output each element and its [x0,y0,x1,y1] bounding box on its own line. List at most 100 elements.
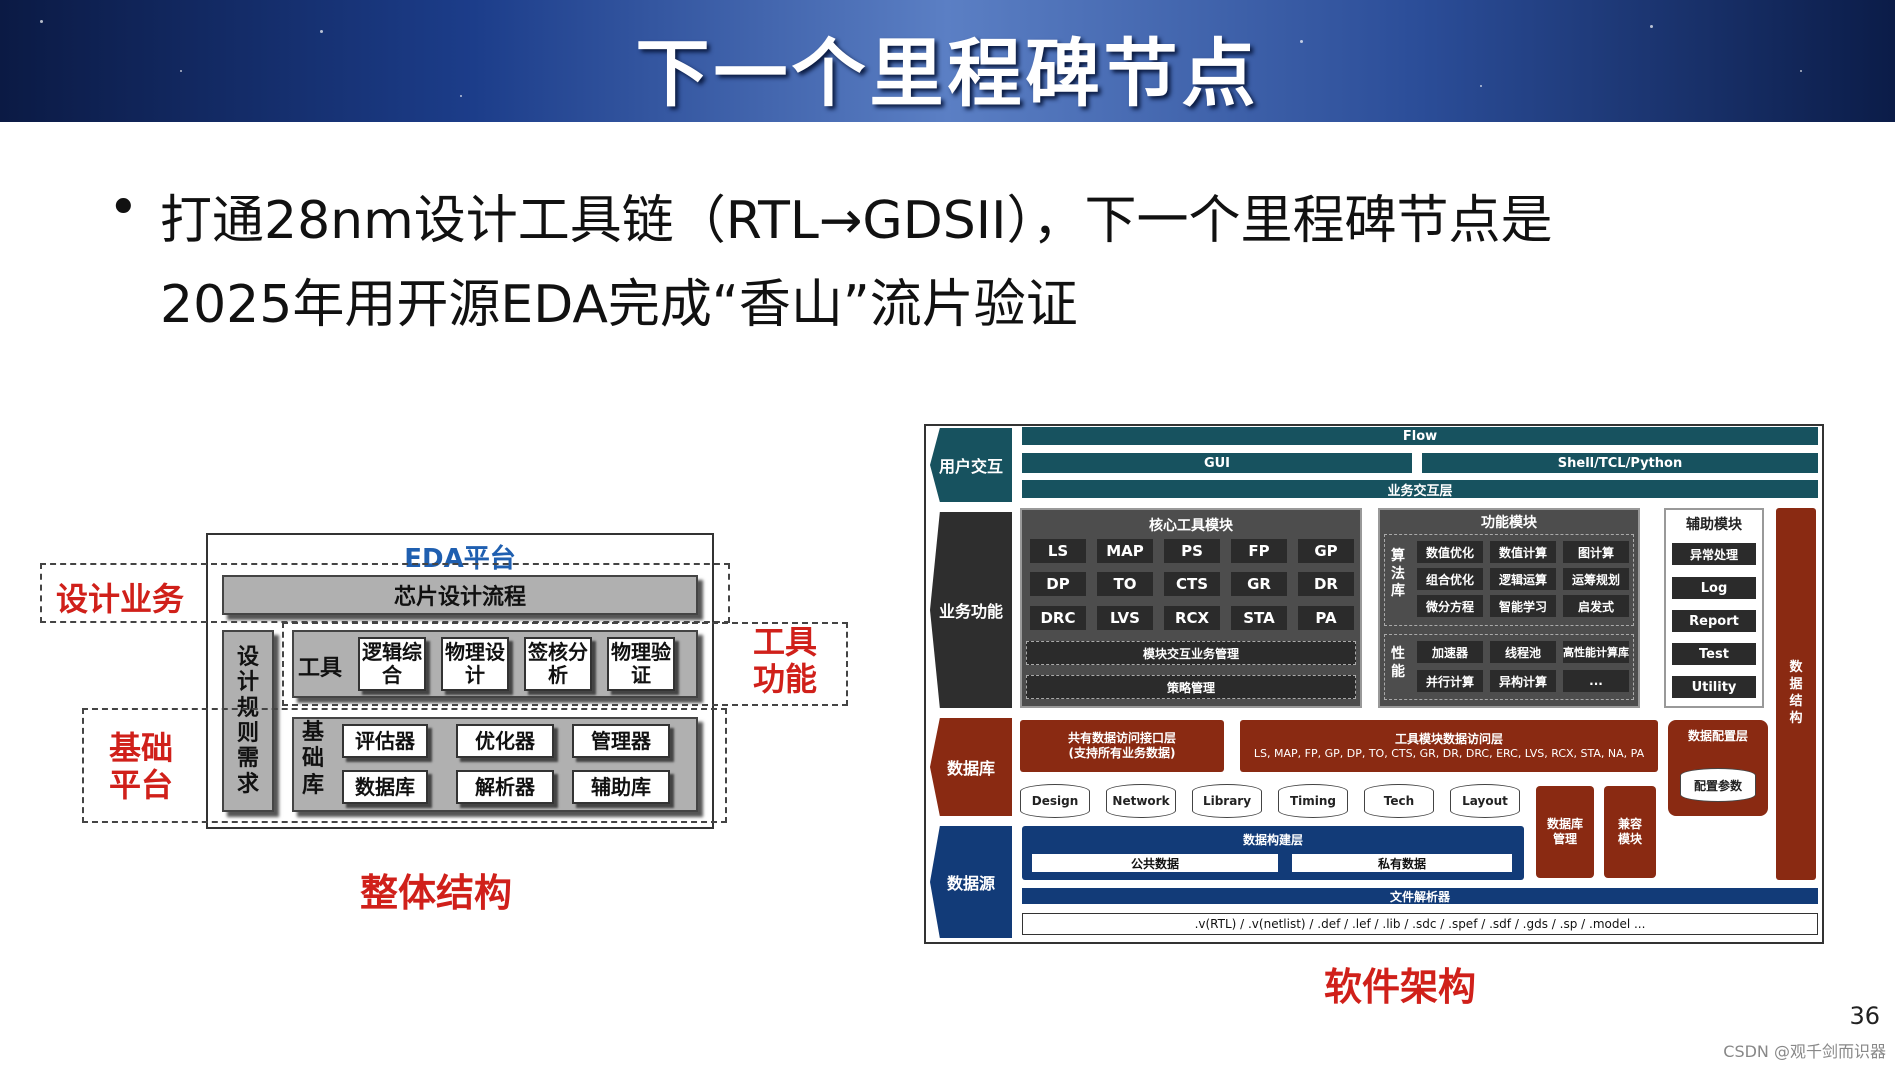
overall-structure-caption: 整体结构 [359,871,512,915]
core-tool-rcx: RCX [1164,606,1220,630]
tool-function-frame [282,622,848,706]
service-interaction-layer: 业务交互层 [1022,480,1818,499]
compatibility-module: 兼容 模块 [1604,786,1656,878]
data-config-title: 数据配置层 [1687,729,1748,743]
private-data: 私有数据 [1292,854,1512,872]
slide-title: 下一个里程碑节点 [635,31,1260,117]
shell-bar: Shell/TCL/Python [1422,453,1818,473]
file-formats: .v(RTL) / .v(netlist) / .def / .lef / .l… [1022,913,1818,935]
side-business-function: 业务功能 [930,512,1012,708]
algo-item: 智能学习 [1490,595,1556,617]
tools-label: 工具 [298,656,343,681]
tool-function-line: 功能 [752,659,817,698]
core-tool-dr: DR [1298,572,1354,596]
perf-item: ... [1563,670,1629,692]
tool-signoff-analysis: 签核分析 [524,637,592,691]
aux-report: Report [1672,610,1756,632]
algo-item: 微分方程 [1417,595,1483,617]
bullet-line-2: 2025年用开源EDA完成“香山”流片验证 [160,275,1078,335]
shared-access-line: (支持所有业务数据) [1068,746,1176,760]
base-platform-line: 基础 [108,729,173,767]
db-tech: Tech [1364,784,1434,818]
algo-label-char: 法 [1391,565,1405,582]
side-user-interaction: 用户交互 [930,428,1012,502]
core-tool-cts: CTS [1164,572,1220,596]
tool-access-title: 工具模块数据访问层 [1394,731,1503,746]
bullet-line-1: 打通28nm设计工具链（RTL→GDSII），下一个里程碑节点是 [160,191,1553,251]
aux-exception-handling: 异常处理 [1672,543,1756,565]
aux-test: Test [1672,643,1756,665]
base-platform-line: 平台 [108,765,173,804]
db-layout: Layout [1450,784,1520,818]
db-timing: Timing [1278,784,1348,818]
core-tool-to: TO [1097,572,1153,596]
perf-item: 线程池 [1490,641,1556,663]
perf-label-char: 能 [1391,663,1405,680]
tool-logic-synthesis: 逻辑综合 [358,637,426,691]
optimizer-box: 优化器 [456,724,554,758]
gui-bar: GUI [1022,453,1412,473]
performance-group [1384,634,1634,700]
side-database: 数据库 [930,718,1012,816]
algo-label-char: 算 [1391,548,1405,564]
eda-platform-title: EDA平台 [404,544,516,574]
tool-function-label: 工具 功能 [740,624,830,698]
rules-char: 则 [236,721,259,746]
side-data-source: 数据源 [930,826,1012,938]
strategy-management: 策略管理 [1026,675,1356,699]
public-data: 公共数据 [1032,854,1278,872]
algo-item: 组合优化 [1417,568,1483,590]
rules-char: 求 [236,771,259,797]
base-label-char: 础 [301,746,324,772]
core-tool-fp: FP [1231,539,1287,563]
software-architecture-caption: 软件架构 [1323,965,1476,1009]
base-label-char: 库 [301,772,324,798]
core-tool-drc: DRC [1030,606,1086,630]
aux-modules-title: 辅助模块 [1686,517,1742,533]
data-struct-char: 构 [1789,710,1803,726]
perf-item: 并行计算 [1417,670,1483,692]
design-rules-column: 设 计 规 则 需 求 [222,630,274,812]
tool-physical-verification: 物理验证 [607,637,675,691]
core-tool-ps: PS [1164,539,1220,563]
design-business-label: 设计业务 [55,580,184,618]
flow-bar: Flow [1022,427,1818,445]
database-management: 数据库 管理 [1536,786,1594,878]
evaluator-box: 评估器 [342,724,428,758]
base-platform-frame [82,708,727,823]
algo-item: 数值计算 [1490,541,1556,563]
tool-access-list: LS, MAP, FP, GP, DP, TO, CTS, GR, DR, DR… [1253,746,1645,760]
core-tool-map: MAP [1097,539,1153,563]
aux-utility: Utility [1672,676,1756,698]
data-struct-char: 数 [1789,660,1803,676]
rules-char: 设 [236,645,259,671]
algo-label-char: 库 [1391,583,1405,599]
function-modules-title: 功能模块 [1481,515,1537,531]
base-platform-label: 基础 平台 [96,730,186,804]
db-network: Network [1106,784,1176,818]
db-mgmt-line: 管理 [1552,832,1577,846]
core-tool-ls: LS [1030,539,1086,563]
watermark: CSDN @观千剑而识器 [1723,1042,1886,1061]
db-library: Library [1192,784,1262,818]
compat-line: 模块 [1617,832,1642,846]
rules-char: 需 [236,746,259,772]
title-banner [0,0,1895,122]
file-parser-bar: 文件解析器 [1022,888,1818,904]
core-tool-dp: DP [1030,572,1086,596]
algo-item: 逻辑运算 [1490,568,1556,590]
bullet-dot: • [108,178,139,238]
core-tool-pa: PA [1298,606,1354,630]
data-struct-char: 据 [1789,677,1803,693]
perf-item: 加速器 [1417,641,1483,663]
page-number: 36 [1849,1002,1880,1030]
db-mgmt-line: 数据库 [1546,817,1583,831]
shared-data-access-layer: 共有数据访问接口层 (支持所有业务数据) [1020,720,1224,772]
data-struct-char: 结 [1789,694,1803,709]
algo-item: 数值优化 [1417,541,1483,563]
base-label-char: 基 [301,720,324,745]
aux-modules-panel [1664,508,1764,708]
db-design: Design [1020,784,1090,818]
manager-box: 管理器 [572,724,670,758]
compat-line: 兼容 [1617,817,1642,831]
